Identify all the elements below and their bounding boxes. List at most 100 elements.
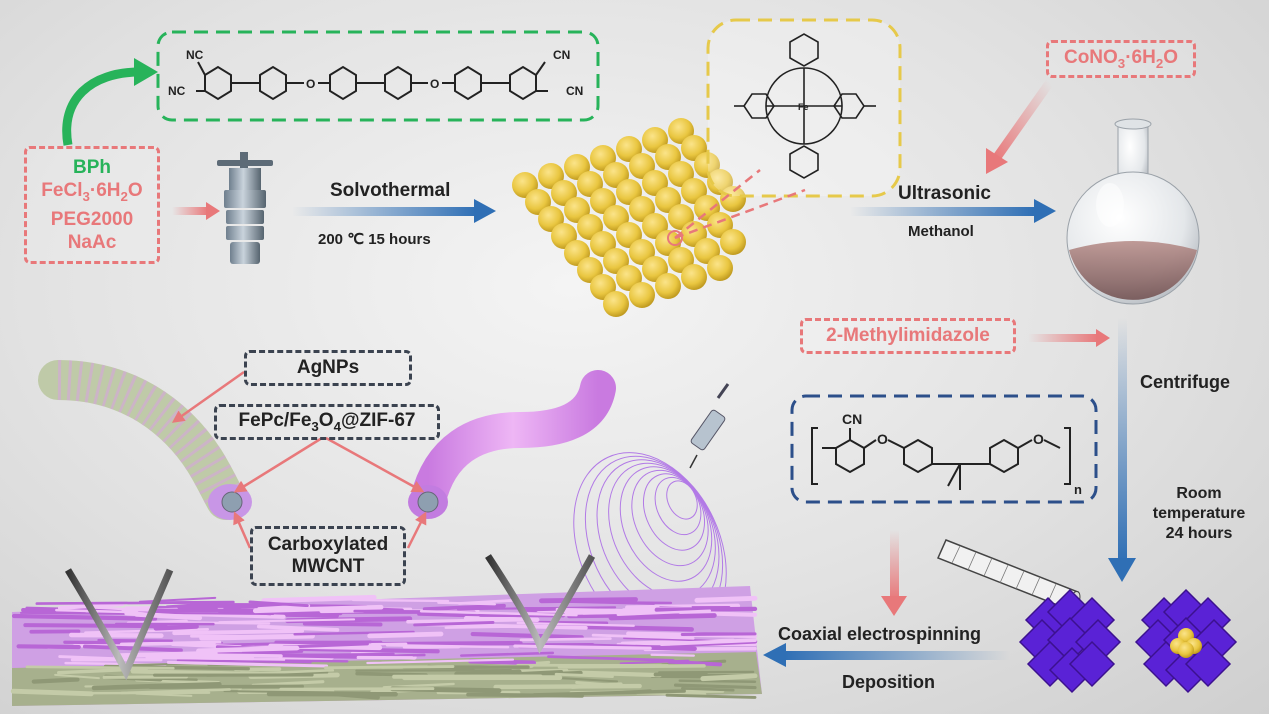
fiber-strand — [516, 621, 635, 627]
fiber-strand — [302, 621, 383, 627]
fiber-strand — [138, 596, 217, 603]
core-shell-zif67-cluster-icon — [1134, 588, 1238, 694]
fiber-strand — [454, 669, 522, 677]
fepc-pointer-right — [325, 436, 425, 493]
fiber-strand — [165, 601, 228, 609]
fiber-strand — [665, 693, 757, 699]
ultrasonic-arrow-shaft — [850, 207, 1034, 216]
nanoparticle — [681, 264, 707, 290]
fiber-strand — [468, 658, 537, 666]
fiber-strand — [678, 679, 757, 683]
fiber-strand — [256, 624, 340, 632]
fiber-strand — [528, 620, 609, 625]
fiber-strand — [608, 613, 717, 621]
deposition-label: Deposition — [842, 672, 935, 692]
room-temperature-label: Room temperature 24 hours — [1152, 485, 1246, 542]
polymer-arrow-shaft — [890, 530, 899, 600]
fiber-strand — [355, 669, 512, 672]
fiber-strand — [120, 688, 232, 695]
fiber-strand — [680, 632, 757, 637]
green-arrow-head — [134, 58, 158, 86]
methylimidazole-label: 2-Methylimidazole — [826, 325, 990, 346]
spiral-ring — [643, 473, 705, 551]
fiber-strand — [667, 659, 723, 667]
nanoparticle — [655, 273, 681, 299]
fiber-strand — [653, 671, 708, 677]
fiber-strand — [681, 686, 735, 692]
centrifuge-arrow-shaft — [1118, 318, 1127, 562]
fiber-strand — [673, 683, 757, 690]
fiber-strand — [252, 604, 384, 614]
fiber-strand — [241, 649, 304, 655]
fe-center-label: Fe — [798, 102, 809, 112]
fiber-strand — [183, 621, 271, 625]
fiber-strand — [650, 653, 695, 657]
fiber-strand — [659, 638, 757, 646]
fiber-strand — [130, 669, 261, 676]
cono3-label: CoNO3·6H2O — [1063, 47, 1179, 71]
fiber-strand — [293, 630, 415, 636]
fiber-strand — [592, 601, 673, 605]
nanoparticle — [603, 291, 629, 317]
fiber-strand — [616, 609, 712, 616]
fiber-strand — [422, 603, 506, 612]
cn-top-label: CN — [553, 48, 570, 62]
polymer-structure-box — [790, 394, 1098, 504]
fiber-strand — [694, 595, 758, 603]
spiral-ring — [619, 466, 713, 582]
zoom-line-2 — [674, 188, 806, 240]
fiber-strand — [25, 665, 175, 670]
fiber-strand — [323, 665, 455, 670]
fiber-strand — [172, 629, 305, 636]
methylimidazole-box: 2-Methylimidazole — [800, 318, 1016, 354]
fiber-strand — [367, 631, 444, 639]
purple-fiber-right — [408, 370, 616, 519]
fiber-strand — [513, 644, 652, 650]
fepc-box: FePc/Fe3O4@ZIF-67 — [214, 404, 440, 440]
mwcnt-pointer-right — [406, 511, 427, 549]
agnps-pointer — [171, 370, 245, 423]
bph-structure — [196, 61, 548, 101]
fiber-strand — [251, 680, 325, 687]
cn-right-label: CN — [566, 84, 583, 98]
fiber-strand — [419, 610, 578, 617]
polymer-structure — [811, 427, 1071, 490]
cono3-box: CoNO3·6H2O — [1046, 40, 1196, 78]
nc-left-label: NC — [168, 84, 186, 98]
fiber-strand — [11, 613, 158, 621]
mwcnt-line2: MWCNT — [291, 556, 365, 577]
fiber-strand — [279, 687, 435, 691]
solvothermal-arrow-head — [474, 199, 496, 223]
ultrasonic-arrow-head — [1034, 199, 1056, 223]
taylor-cone-right — [485, 554, 596, 654]
polymer-n-label: n — [1074, 482, 1082, 497]
peg-label: PEG2000 — [50, 208, 134, 230]
zif-cube — [1068, 640, 1116, 688]
fiber-strand — [16, 644, 81, 650]
fiber-strand — [218, 618, 356, 624]
ether-o1-label: O — [306, 77, 315, 91]
fiber-strand — [591, 633, 695, 640]
fiber-strand — [608, 689, 652, 695]
methanol-label: Methanol — [908, 223, 974, 240]
fiber-strand — [35, 601, 196, 605]
green-curved-arrow — [62, 67, 141, 146]
coaxial-electrospinning-label: Coaxial electrospinning — [778, 624, 982, 644]
methylimidazole-arrow-shaft — [1028, 334, 1098, 342]
reagent-arrow-head — [206, 202, 220, 220]
fiber-strand — [654, 606, 758, 613]
zoom-origin-circle — [667, 230, 683, 246]
fepc-structure — [734, 33, 876, 179]
fiber-strand — [135, 692, 193, 697]
fepc-label: FePc/Fe3O4@ZIF-67 — [238, 410, 416, 434]
mwcnt-pointer-left — [233, 511, 252, 549]
fiber-strand — [176, 659, 312, 664]
fiber-strand — [700, 673, 758, 682]
spiral-ring — [631, 469, 709, 567]
coated-fiber-left — [38, 360, 252, 520]
nanoparticle — [720, 229, 746, 255]
fiber-strand — [333, 692, 380, 700]
fiber-strand — [190, 634, 275, 639]
fiber-strand — [351, 598, 450, 603]
